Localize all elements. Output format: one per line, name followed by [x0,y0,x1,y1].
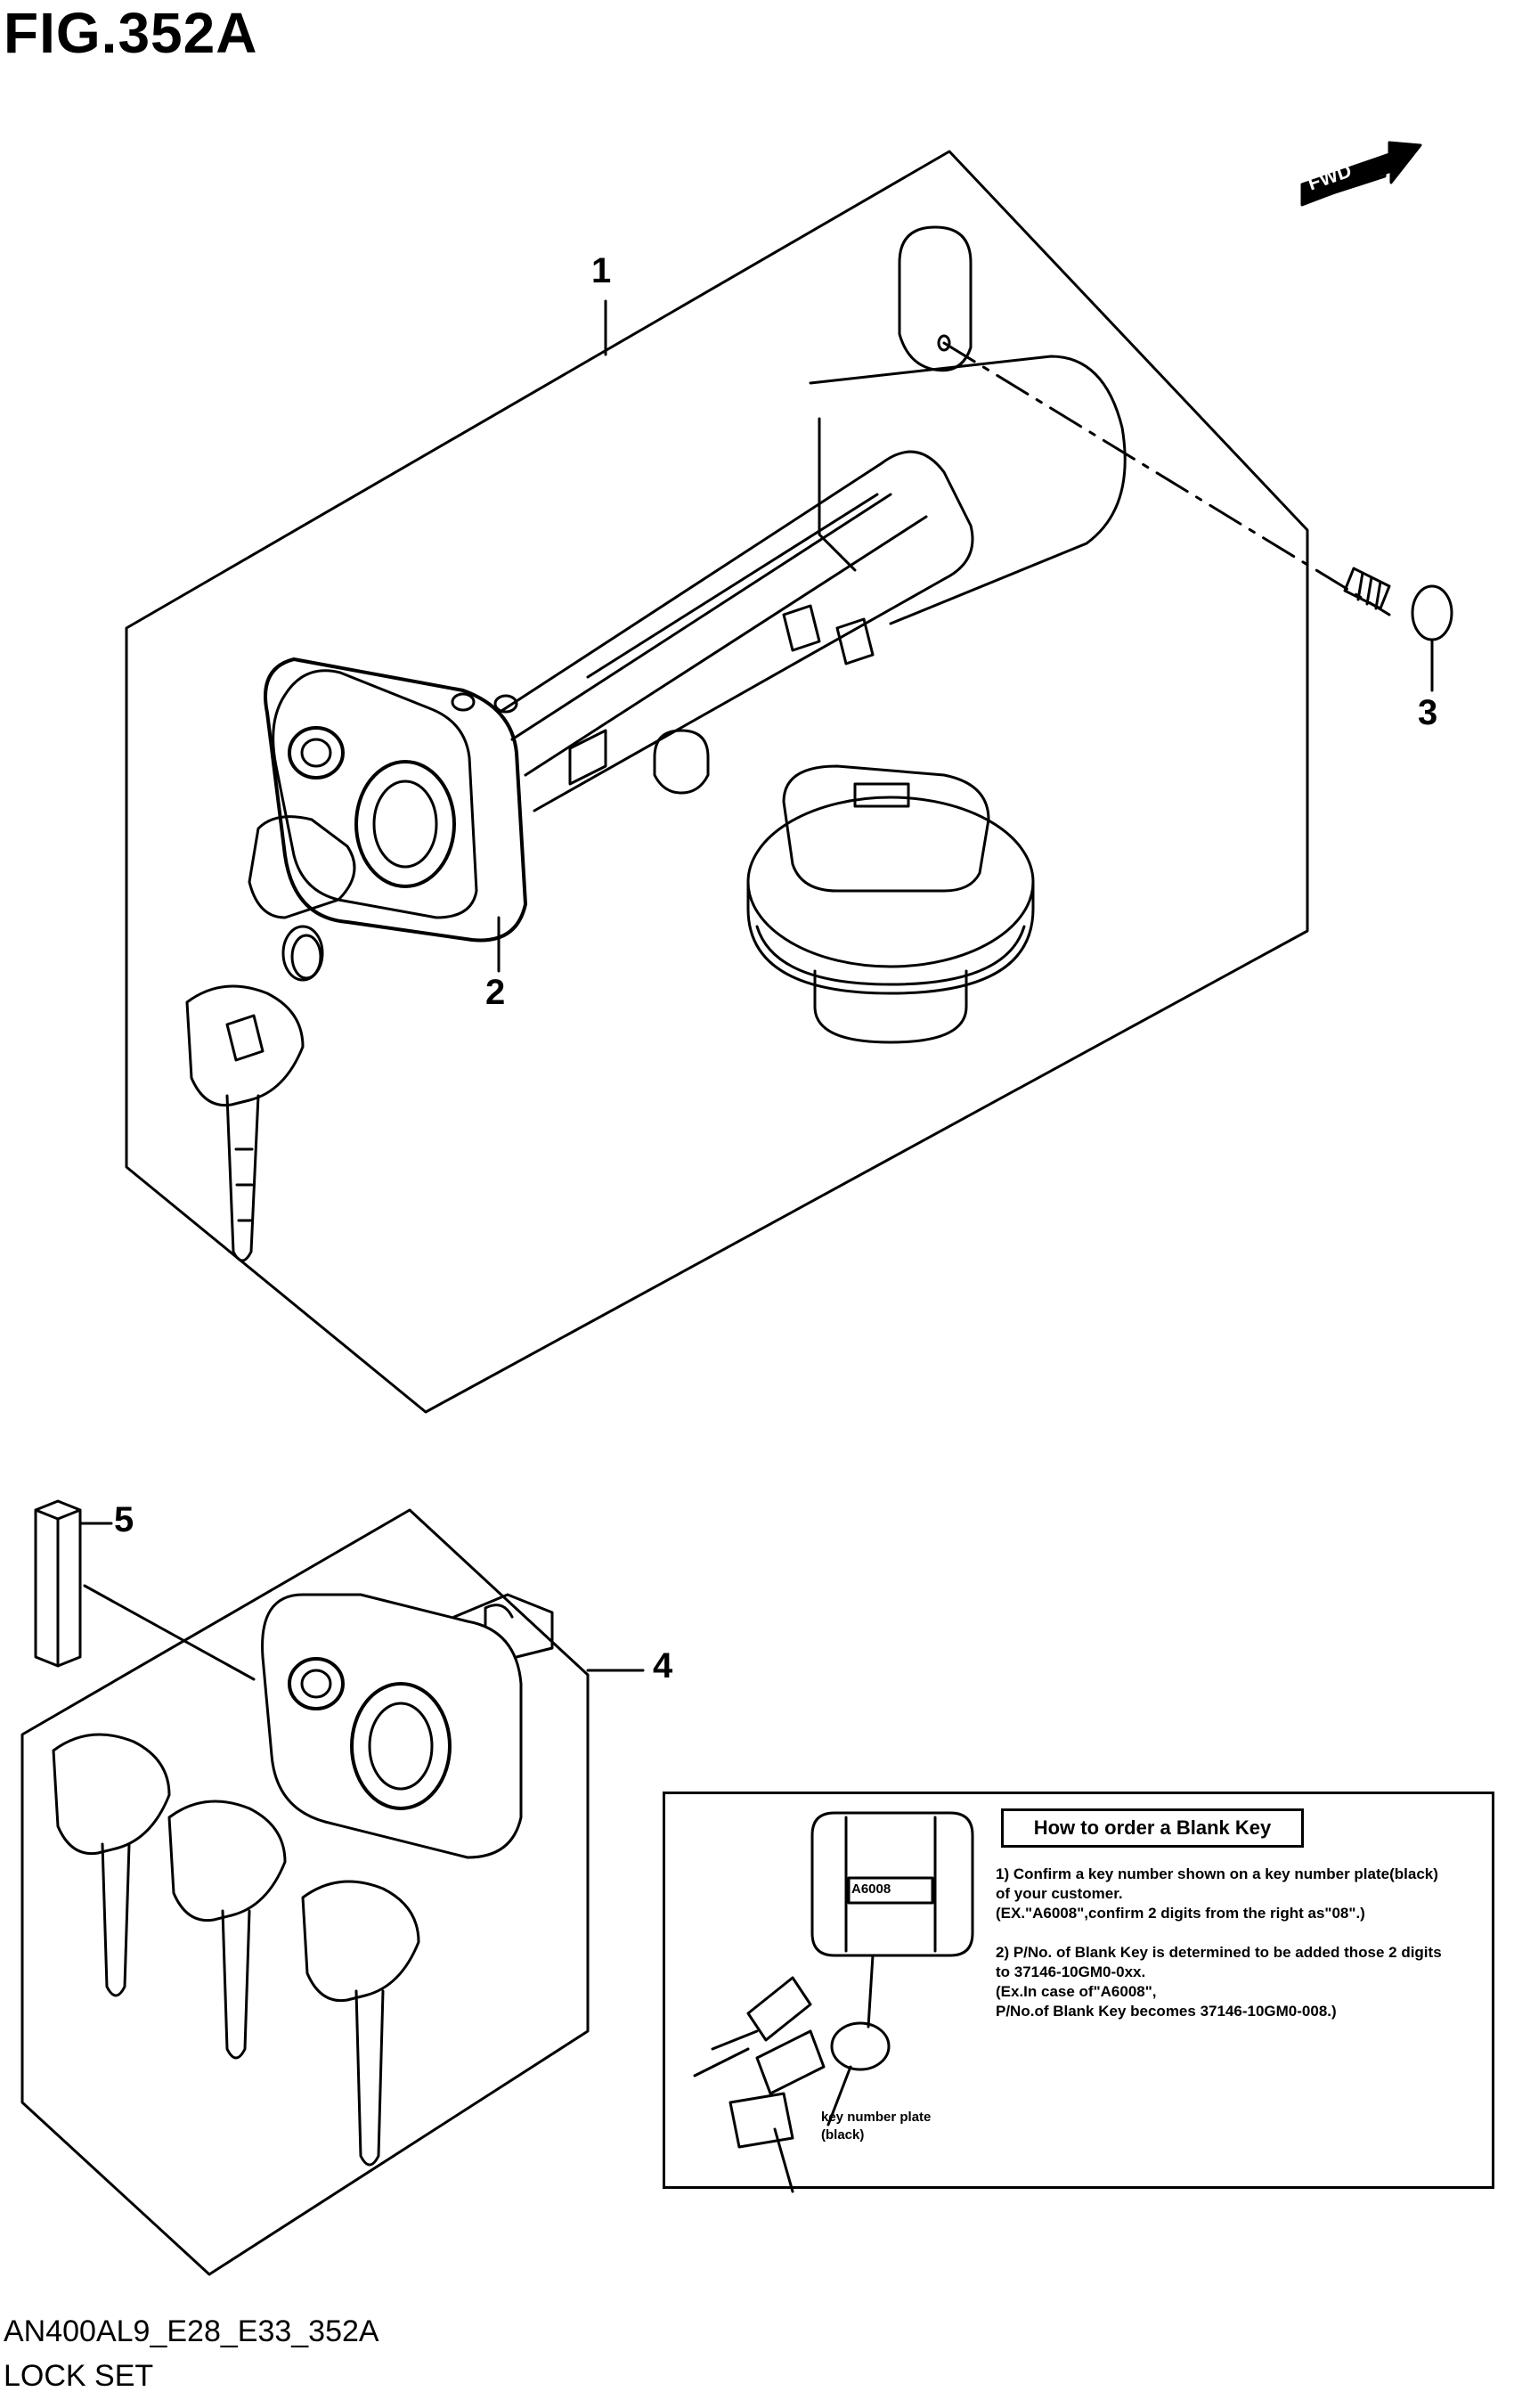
blank-key-info-illustration [693,1811,974,2193]
info-line: 1) Confirm a key number shown on a key n… [996,1865,1438,1882]
blank-key-info-box [663,1792,1494,2189]
fwd-arrow-icon [1300,141,1422,207]
callout-3: 3 [1418,693,1438,732]
figure-title: FIG.352A [4,1,258,65]
callout-2: 2 [485,973,506,1012]
fuel-cap-illustration [746,764,1035,1044]
info-line: 2) P/No. of Blank Key is determined to b… [996,1944,1442,1961]
key-illustration [185,815,356,1262]
info-heading-box: How to order a Blank Key [1001,1808,1304,1848]
diagram-name: LOCK SET [4,2359,154,2393]
assembly-1-outline [125,150,1309,1414]
keys-set-illustration [52,1733,420,2167]
info-line: of your customer. [996,1885,1123,1902]
info-line: to 37146-10GM0-0xx. [996,1963,1146,1980]
pointer-line [83,1584,256,1681]
screw-illustration [942,341,1453,692]
ignition-switch-illustration [264,225,1127,943]
callout-1: 1 [591,251,612,290]
plate-label-color: (black) [821,2127,865,2143]
plate-label: key number plate [821,2110,932,2125]
diagram-code: AN400AL9_E28_E33_352A [4,2314,379,2348]
info-line: (Ex.In case of"A6008", [996,1983,1157,2000]
info-heading: How to order a Blank Key [1033,1816,1272,1839]
callout-5: 5 [114,1500,134,1539]
plate-code: A6008 [851,1882,891,1897]
screw-axis [942,341,1391,616]
assembly-4-outline [20,1508,590,2276]
info-line: P/No.of Blank Key becomes 37146-10GM0-00… [996,2003,1337,2020]
blank-key-5-illustration [34,1499,113,1668]
lock-set-illustration [261,1593,554,1859]
callout-4: 4 [653,1646,673,1686]
info-line: (EX."A6008",confirm 2 digits from the ri… [996,1905,1365,1922]
